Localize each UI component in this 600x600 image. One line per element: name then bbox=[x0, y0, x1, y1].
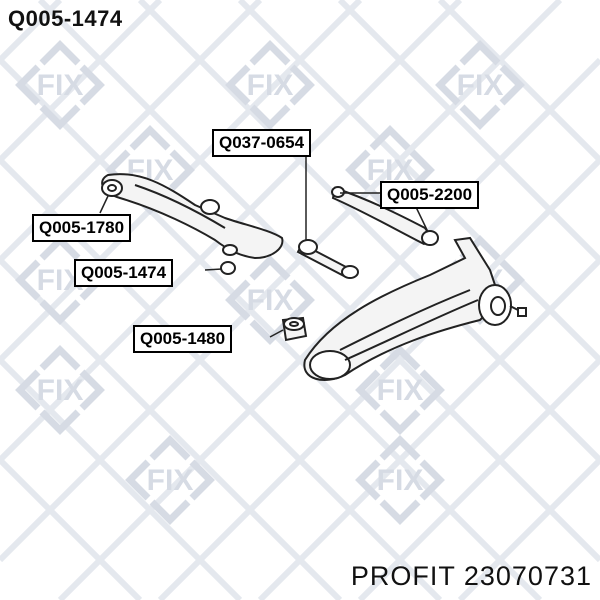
callout-q005-1780: Q005-1780 bbox=[32, 214, 132, 242]
callout-q005-1480: Q005-1480 bbox=[133, 325, 233, 353]
bushing-q005-1474 bbox=[220, 261, 236, 275]
brand-name: PROFIT bbox=[350, 561, 456, 591]
callout-q005-1474: Q005-1474 bbox=[74, 259, 174, 287]
leader-lines bbox=[99, 154, 429, 338]
brand-caption: PROFIT 23070731 bbox=[351, 561, 592, 592]
article-number: 23070731 bbox=[463, 561, 592, 591]
lower-control-arm bbox=[101, 173, 284, 260]
bushing-arm-mount bbox=[200, 199, 220, 215]
toe-link-q037-0654 bbox=[296, 239, 359, 279]
callout-q037-0654: Q037-0654 bbox=[212, 129, 312, 157]
callout-q005-2200: Q005-2200 bbox=[380, 181, 480, 209]
bushing-q005-1780 bbox=[101, 179, 123, 197]
bushing-q005-1480 bbox=[281, 316, 308, 342]
page-title: Q005-1474 bbox=[8, 6, 123, 31]
trailing-arm bbox=[303, 236, 502, 381]
upper-arm-q005-2200 bbox=[331, 186, 439, 246]
wheel-hub bbox=[478, 284, 527, 326]
